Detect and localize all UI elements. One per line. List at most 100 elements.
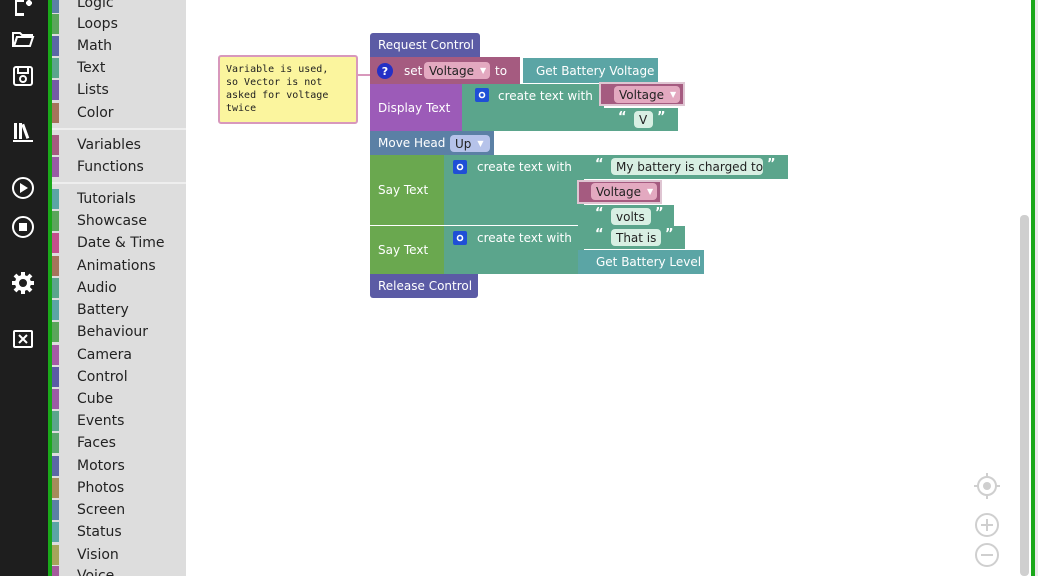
category-date-time[interactable]: Date & Time	[52, 233, 186, 253]
to-label: to	[495, 57, 507, 84]
new-icon[interactable]	[6, 0, 40, 22]
category-tutorials[interactable]: Tutorials	[52, 189, 186, 209]
open-quote-icon: “	[595, 227, 604, 242]
save-icon[interactable]	[6, 61, 40, 91]
category-label: Control	[77, 369, 128, 385]
category-label: Logic	[77, 0, 114, 11]
variable-dropdown[interactable]: Voltage▼	[424, 62, 490, 79]
category-swatch	[52, 433, 59, 453]
zoom-in-icon[interactable]	[974, 512, 1000, 538]
variable-dropdown[interactable]: Voltage▼	[591, 183, 657, 200]
string-field[interactable]: My battery is charged to	[611, 158, 763, 175]
gear-icon[interactable]	[453, 231, 467, 245]
string-value: That is	[616, 230, 657, 245]
category-swatch	[52, 500, 59, 520]
category-battery[interactable]: Battery	[52, 300, 186, 320]
run-icon[interactable]	[6, 173, 40, 203]
category-swatch	[52, 300, 59, 320]
category-showcase[interactable]: Showcase	[52, 211, 186, 231]
category-label: Audio	[77, 280, 117, 296]
block-label: create text with	[477, 231, 572, 245]
help-icon[interactable]: ?	[377, 63, 393, 79]
category-screen[interactable]: Screen	[52, 500, 186, 520]
say-text-block[interactable]: Say Text	[370, 155, 446, 225]
category-voice[interactable]: Voice	[52, 566, 186, 576]
close-quote-icon: ”	[655, 206, 664, 221]
gear-icon[interactable]	[475, 88, 489, 102]
category-swatch	[52, 322, 59, 342]
category-audio[interactable]: Audio	[52, 278, 186, 298]
category-label: Date & Time	[77, 235, 165, 251]
create-text-with-block[interactable]: create text with	[444, 226, 584, 274]
block-comment[interactable]: Variable is used, so Vector is not asked…	[218, 55, 358, 124]
get-battery-voltage-block[interactable]: Get Battery Voltage	[523, 58, 658, 83]
category-text[interactable]: Text	[52, 58, 186, 78]
settings-icon[interactable]	[6, 268, 40, 298]
block-label: Say Text	[378, 183, 429, 197]
category-variables[interactable]: Variables	[52, 135, 186, 155]
block-label: create text with	[498, 89, 593, 103]
create-text-with-block[interactable]: create text with	[444, 155, 584, 225]
open-quote-icon: “	[595, 157, 604, 172]
category-motors[interactable]: Motors	[52, 456, 186, 476]
category-animations[interactable]: Animations	[52, 256, 186, 276]
category-swatch	[52, 478, 59, 498]
display-text-block[interactable]: Display Text	[370, 84, 466, 131]
category-photos[interactable]: Photos	[52, 478, 186, 498]
block-label: create text with	[477, 160, 572, 174]
category-camera[interactable]: Camera	[52, 345, 186, 365]
category-loops[interactable]: Loops	[52, 14, 186, 34]
category-swatch	[52, 389, 59, 409]
category-color[interactable]: Color	[52, 103, 186, 123]
vertical-scrollbar[interactable]	[1020, 215, 1029, 576]
category-status[interactable]: Status	[52, 522, 186, 542]
stop-icon[interactable]	[6, 212, 40, 242]
category-label: Voice	[77, 568, 115, 576]
category-lists[interactable]: Lists	[52, 80, 186, 100]
string-value: V	[639, 112, 648, 127]
variable-dropdown[interactable]: Voltage▼	[614, 86, 680, 103]
category-logic[interactable]: Logic	[52, 0, 186, 13]
request-control-block[interactable]: Request Control	[370, 33, 480, 57]
block-label: Get Battery Level	[596, 255, 702, 269]
left-border	[48, 0, 52, 576]
dropdown-arrow-icon: ▼	[647, 187, 654, 196]
say-text-block[interactable]: Say Text	[370, 226, 446, 274]
category-label: Showcase	[77, 213, 147, 229]
category-swatch	[52, 36, 59, 56]
gear-icon[interactable]	[453, 160, 467, 174]
category-separator	[52, 182, 186, 184]
string-field[interactable]: volts	[611, 208, 651, 225]
category-control[interactable]: Control	[52, 367, 186, 387]
recenter-icon[interactable]	[974, 473, 1000, 499]
category-swatch	[52, 189, 59, 209]
window-edge	[1035, 0, 1038, 576]
string-field[interactable]: V	[634, 111, 653, 128]
category-functions[interactable]: Functions	[52, 157, 186, 177]
category-swatch	[52, 103, 59, 123]
category-faces[interactable]: Faces	[52, 433, 186, 453]
category-label: Loops	[77, 16, 118, 32]
release-control-block[interactable]: Release Control	[370, 274, 478, 298]
category-label: Battery	[77, 302, 129, 318]
string-field[interactable]: That is	[611, 229, 661, 246]
dropdown-label: Voltage	[429, 63, 475, 78]
category-math[interactable]: Math	[52, 36, 186, 56]
category-events[interactable]: Events	[52, 411, 186, 431]
zoom-out-icon[interactable]	[974, 542, 1000, 568]
category-label: Events	[77, 413, 125, 429]
block-label: Say Text	[378, 243, 429, 257]
direction-dropdown[interactable]: Up▼	[450, 135, 490, 152]
category-label: Camera	[77, 347, 132, 363]
category-swatch	[52, 411, 59, 431]
get-battery-level-block[interactable]: Get Battery Level	[578, 250, 704, 274]
category-vision[interactable]: Vision	[52, 545, 186, 565]
close-icon[interactable]	[6, 324, 40, 354]
category-label: Animations	[77, 258, 156, 274]
library-icon[interactable]	[6, 117, 40, 147]
category-cube[interactable]: Cube	[52, 389, 186, 409]
open-quote-icon: “	[595, 206, 604, 221]
category-label: Faces	[77, 435, 116, 451]
open-folder-icon[interactable]	[6, 24, 40, 54]
category-behaviour[interactable]: Behaviour	[52, 322, 186, 342]
